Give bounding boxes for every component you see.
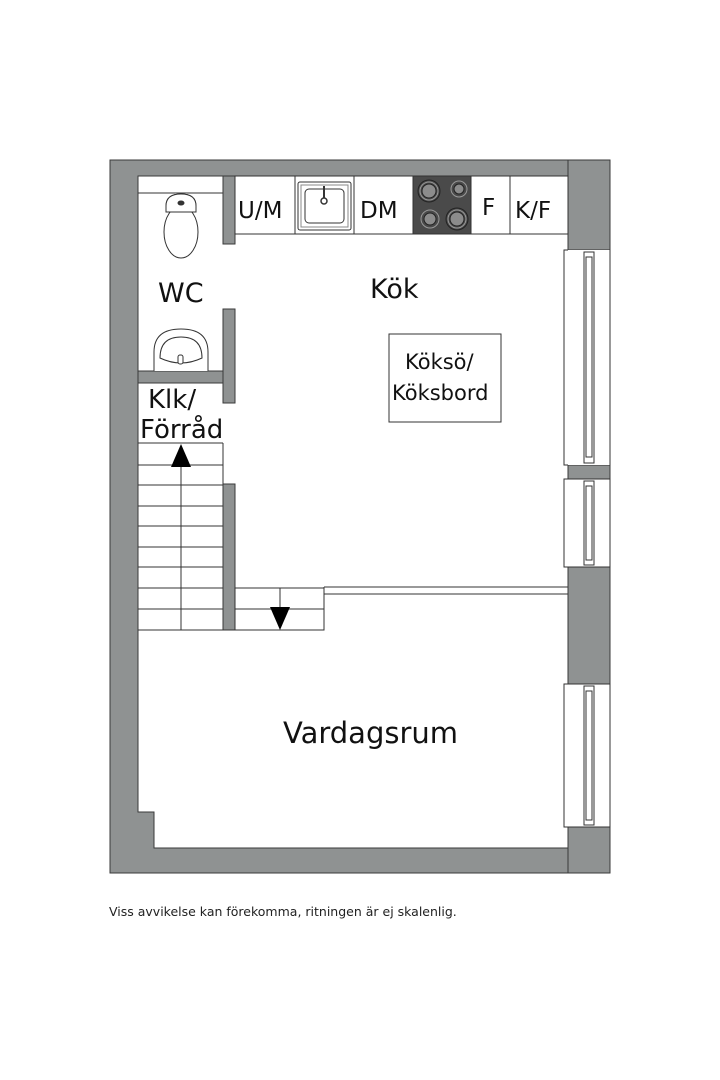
arrow-up-icon — [171, 444, 191, 467]
label-um: U/M — [238, 198, 282, 224]
washbasin-icon — [153, 328, 209, 371]
kitchen-counter — [234, 175, 569, 235]
toilet-icon — [163, 193, 199, 259]
window-kitchen-lower — [563, 478, 611, 568]
label-living: Vardagsrum — [283, 716, 458, 750]
labels: WC Kök Klk/ Förråd Vardagsrum U/M DM F K… — [140, 195, 551, 750]
label-closet-1: Klk/ — [148, 385, 196, 415]
kitchen-island — [388, 333, 502, 423]
window-living — [563, 683, 611, 828]
label-island-2: Köksbord — [392, 381, 488, 405]
arrow-down-icon — [270, 607, 290, 630]
label-f: F — [482, 195, 495, 221]
sink-icon — [297, 181, 352, 231]
label-island-1: Köksö/ — [405, 350, 475, 374]
label-dm: DM — [360, 198, 398, 224]
label-kitchen: Kök — [370, 274, 419, 305]
window-kitchen-upper — [563, 249, 611, 466]
stairs-arrows — [171, 444, 290, 630]
outer-walls — [109, 159, 611, 874]
disclaimer-text: Viss avvikelse kan förekomma, ritningen … — [109, 904, 457, 919]
label-kf: K/F — [515, 198, 551, 224]
stove-icon — [412, 175, 472, 235]
wc-fixtures — [138, 192, 223, 371]
windows — [563, 249, 611, 828]
label-wc: WC — [158, 278, 204, 309]
label-closet-2: Förråd — [140, 414, 223, 445]
interior-partitions — [137, 175, 236, 631]
staircase — [138, 442, 568, 631]
